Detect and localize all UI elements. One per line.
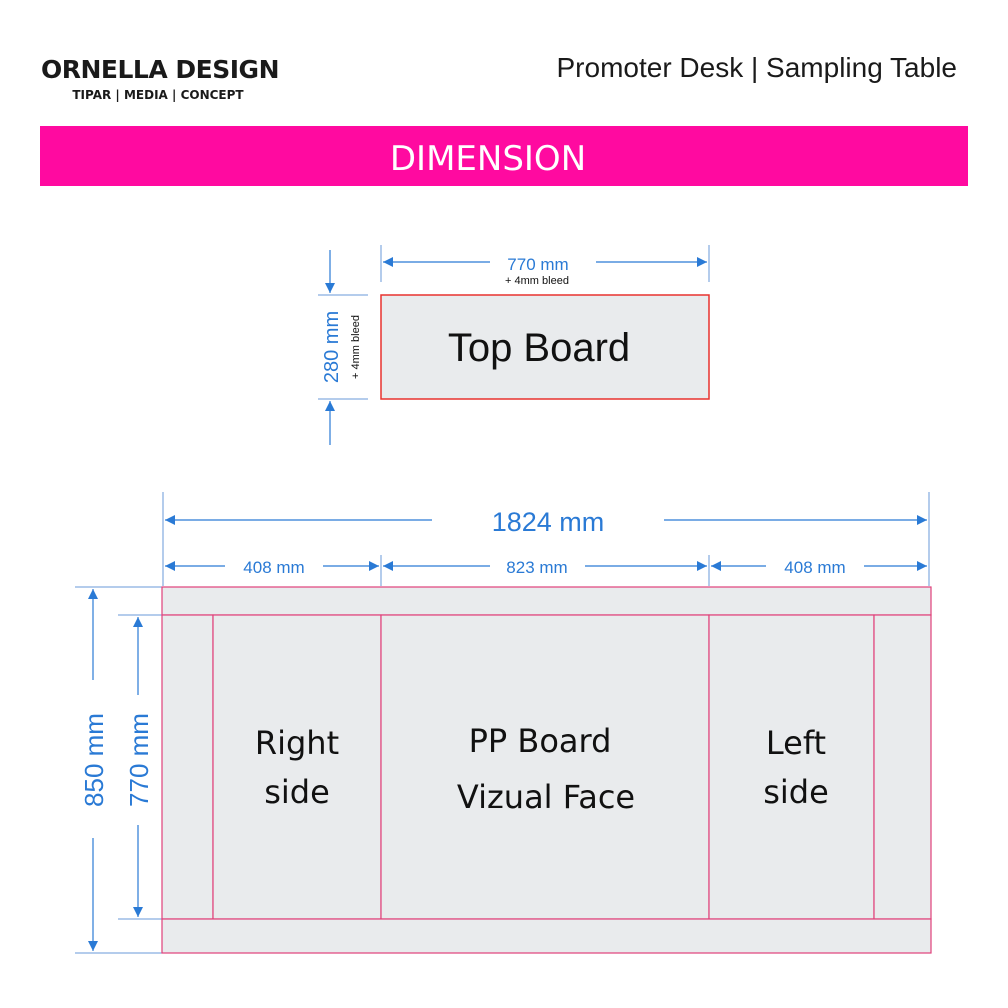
- right-side-label-1: Right: [255, 724, 339, 762]
- logo: ORNELLA DESIGN: [41, 55, 279, 84]
- desk-height-dimensions: 850 mm 770 mm: [75, 586, 162, 954]
- top-board-dimension: 770 mm + 4mm bleed 280 mm + 4mm bleed: [318, 245, 710, 445]
- logo-tagline: TIPAR | MEDIA | CONCEPT: [72, 88, 244, 102]
- center-label-1: PP Board: [469, 722, 612, 760]
- center-label-2: Vizual Face: [457, 778, 635, 816]
- left-side-label-2: side: [763, 773, 829, 811]
- right-width: 408 mm: [243, 558, 304, 577]
- total-width: 1824 mm: [492, 507, 605, 537]
- panel-height: 770 mm: [124, 713, 154, 807]
- top-board-label: Top Board: [448, 326, 630, 370]
- left-width: 408 mm: [784, 558, 845, 577]
- top-strip: [161, 586, 932, 616]
- total-height: 850 mm: [79, 713, 109, 807]
- left-side-label-1: Left: [766, 724, 826, 762]
- top-board-width-note: + 4mm bleed: [505, 275, 569, 287]
- top-board-width: 770 mm: [507, 255, 568, 274]
- right-side-panel: [212, 614, 382, 920]
- right-edge-panel: [161, 614, 214, 920]
- left-side-panel: [708, 614, 875, 920]
- top-board-height-note: + 4mm bleed: [350, 315, 362, 379]
- desk-panels: [161, 586, 932, 954]
- right-side-label-2: side: [264, 773, 330, 811]
- top-board-height: 280 mm: [321, 311, 343, 383]
- center-width: 823 mm: [506, 558, 567, 577]
- center-panel: [380, 614, 710, 920]
- desk-width-dimensions: 1824 mm 408 mm 823 mm 408 mm: [162, 492, 930, 586]
- bottom-strip: [161, 918, 932, 954]
- dimension-banner: [40, 126, 968, 186]
- left-edge-panel: [873, 614, 932, 920]
- page-title: Promoter Desk | Sampling Table: [557, 52, 958, 83]
- top-board-panel: [380, 294, 710, 400]
- banner-label: DIMENSION: [390, 139, 586, 179]
